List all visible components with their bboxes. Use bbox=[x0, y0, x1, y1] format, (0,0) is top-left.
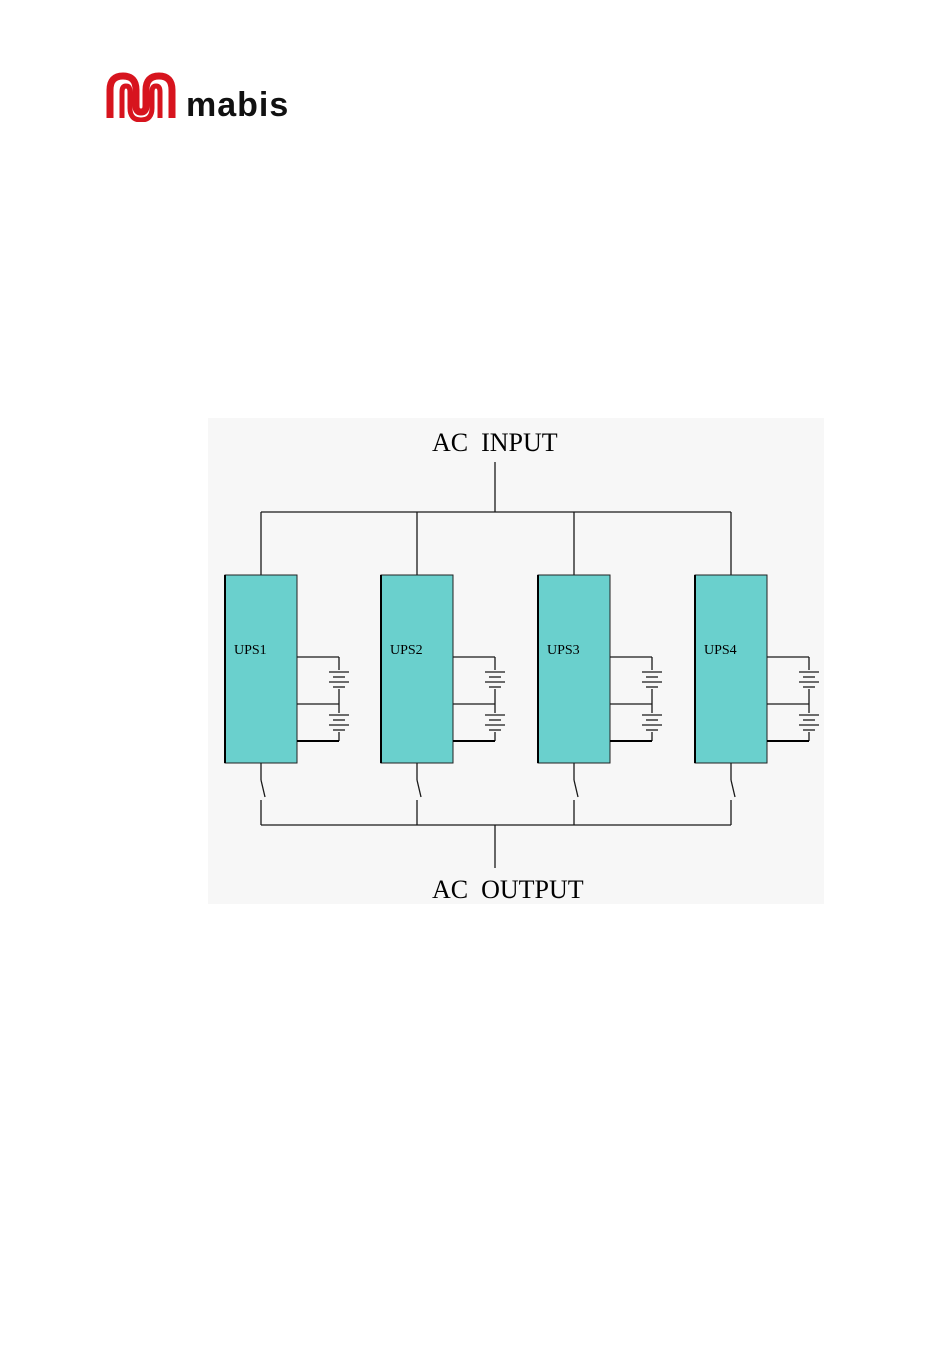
ac-output-label: AC OUTPUT bbox=[432, 875, 584, 904]
ups-label: UPS3 bbox=[547, 643, 580, 658]
ups-label: UPS4 bbox=[704, 643, 737, 658]
ups-box bbox=[695, 575, 767, 763]
ups-label: UPS2 bbox=[390, 643, 423, 658]
ups-label: UPS1 bbox=[234, 643, 267, 658]
ups-box bbox=[538, 575, 610, 763]
ac-input-label: AC INPUT bbox=[432, 428, 558, 457]
ups-box bbox=[225, 575, 297, 763]
ups-box bbox=[381, 575, 453, 763]
